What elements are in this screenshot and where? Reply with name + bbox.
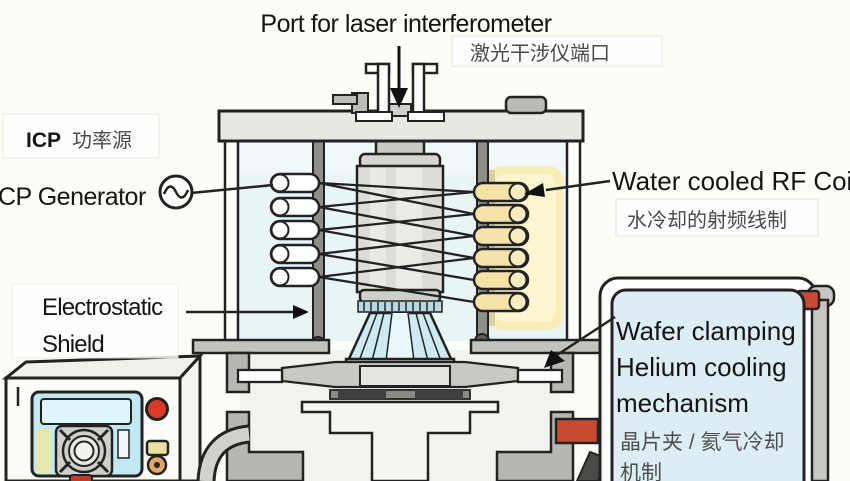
coil-ends-right (472, 181, 530, 313)
wafer-label-line1: Wafer clamping (616, 316, 796, 346)
chuck-lower-plate-dark-right (415, 390, 463, 399)
electrostatic-label-line1: Electrostatic (42, 294, 163, 321)
rf-coil-arrow (524, 179, 611, 197)
annotations (158, 46, 616, 368)
port-arrow (390, 46, 408, 108)
down-arrow-icon (390, 88, 408, 108)
electrostatic-arrow (186, 305, 309, 319)
wafer-label-line3: mechanism (616, 388, 749, 418)
rf-coil-label-zh: 水冷却的射频线制 (627, 209, 787, 232)
left-arrow-icon (524, 183, 545, 197)
chuck-lower-plate-dark-left (338, 390, 386, 399)
chuck-center-plate (359, 365, 451, 387)
generator-label: CP Generator (0, 183, 146, 211)
rf-coil-label-en: Water cooled RF Coil (612, 166, 850, 196)
text-labels: Port for laser interferometer 激光干涉仪端口 IC… (0, 10, 850, 481)
generator-leader (158, 174, 274, 210)
rf-coil (269, 172, 530, 313)
electrostatic-label-line2: Shield (42, 331, 104, 358)
pipe-vertical (810, 298, 830, 481)
board-panel (610, 288, 806, 481)
coil-wires (318, 181, 475, 304)
port-label-en: Port for laser interferometer (260, 10, 551, 38)
right-arrow-icon (293, 305, 309, 319)
red-button (145, 397, 169, 421)
backplate-rf-zh (615, 198, 819, 237)
port-flange-left (355, 111, 393, 122)
screen-side-strip (36, 429, 51, 473)
chuck-clamp-left (236, 368, 284, 384)
plasma-cone-highlight (387, 313, 413, 361)
showerhead-slits (363, 302, 435, 311)
wafer-label-line2: Helium cooling (616, 352, 787, 382)
sill-right (469, 338, 610, 355)
icp-power-label-en: ICP (26, 129, 61, 152)
wafer-label-zh2: 机制 (620, 462, 662, 481)
tube-highlight-1 (370, 168, 386, 290)
wafer-label-board (598, 276, 836, 481)
port-label-zh: 激光干涉仪端口 (470, 42, 610, 65)
backplate-icp (2, 113, 160, 159)
wafer-label-zh1: 晶片夹 / 氦气冷却 (620, 431, 785, 454)
yellow-button (145, 439, 170, 457)
vacuum-chamber (191, 62, 610, 481)
chamber-wall-right (565, 139, 582, 343)
ac-source-icon (158, 174, 194, 210)
lid-block (504, 95, 548, 115)
control-knob-dot (154, 462, 160, 468)
shield-rod-left (312, 139, 325, 345)
tube-bottom-cap (358, 288, 442, 304)
plasma-cone-lines (358, 312, 442, 362)
screen-slot (117, 429, 130, 459)
control-unit (1, 352, 204, 481)
backplate-title-zh (451, 35, 663, 67)
backplate-electrostatic (11, 283, 179, 359)
screen-display (40, 398, 132, 425)
pedestal-column (300, 400, 500, 481)
icp-power-label-zh: 功率源 (72, 129, 132, 152)
label-backplates (2, 35, 819, 359)
curved-pipe (196, 424, 251, 481)
lid-fitting-arm (332, 94, 358, 105)
interferometer-port (355, 62, 445, 122)
fan-icon (54, 424, 114, 478)
down-left-arrow-icon (544, 350, 565, 368)
wafer-chuck (236, 360, 564, 481)
red-fitting-bottom (69, 474, 93, 481)
chuck-clamp-right (516, 368, 564, 384)
red-pipe-horizontal (554, 417, 600, 445)
chamber-lid (217, 62, 585, 143)
port-flange-right (407, 111, 445, 122)
control-unit-side (178, 352, 202, 481)
sill-left (191, 338, 331, 355)
base-bracket-right (495, 410, 575, 481)
wafer-arrow (544, 315, 616, 368)
coil-ends-left (269, 172, 321, 288)
chuck-lower-plate (329, 389, 471, 400)
